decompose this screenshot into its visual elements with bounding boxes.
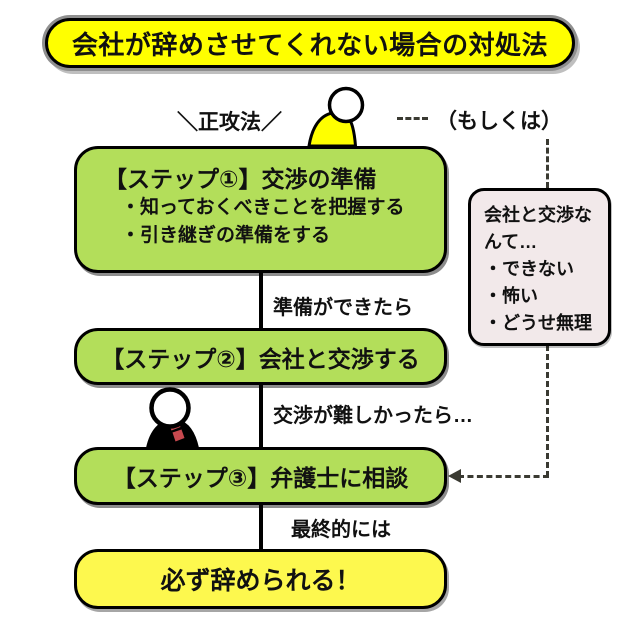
alternative-label: （もしくは） <box>436 110 562 133</box>
regular-route-label: ＼正攻法／ <box>177 111 282 134</box>
step3-title: 【ステップ③】弁護士に相談 <box>112 465 409 491</box>
lawyer-person-icon <box>145 387 200 448</box>
after-step3-label: 最終的には <box>291 519 391 541</box>
step1-bullet-1: ・知っておくべきことを把握する <box>121 197 405 218</box>
step2-title: 【ステップ②】会社と交渉する <box>101 345 420 372</box>
step3-box: 【ステップ③】弁護士に相談 <box>74 447 447 505</box>
main-flow-line <box>259 268 263 553</box>
dashed-line-alternative <box>397 117 428 120</box>
step1-title: 【ステップ①】交渉の準備 <box>104 166 377 192</box>
result-text: 必ず辞められる！ <box>160 567 361 595</box>
after-step2-label: 交渉が難しかったら… <box>273 405 473 427</box>
objection-box: 会社と交渉なんて… ・できない ・怖い ・どうせ無理 <box>468 188 611 346</box>
step1-box: 【ステップ①】交渉の準備 ・知っておくべきことを把握する ・引き継ぎの準備をする <box>74 146 447 273</box>
objection-intro: 会社と交渉なんて… <box>484 205 592 252</box>
result-box: 必ず辞められる！ <box>74 549 447 609</box>
step1-bullet-2: ・引き継ぎの準備をする <box>121 225 331 246</box>
person-icon <box>307 86 365 147</box>
objection-item-2: ・怖い <box>484 286 538 306</box>
dashed-line-top <box>546 139 549 188</box>
after-step1-label: 準備ができたら <box>273 297 413 319</box>
objection-item-1: ・できない <box>484 259 574 279</box>
step2-box: 【ステップ②】会社と交渉する <box>74 328 447 385</box>
page-title: 会社が辞めさせてくれない場合の対処法 <box>45 18 575 68</box>
dashed-line-bottom <box>546 345 549 477</box>
page-title-text: 会社が辞めさせてくれない場合の対処法 <box>71 29 549 60</box>
dashed-line-horizontal <box>458 475 549 478</box>
objection-item-3: ・どうせ無理 <box>484 313 592 333</box>
dashed-arrowhead-icon <box>448 469 461 483</box>
